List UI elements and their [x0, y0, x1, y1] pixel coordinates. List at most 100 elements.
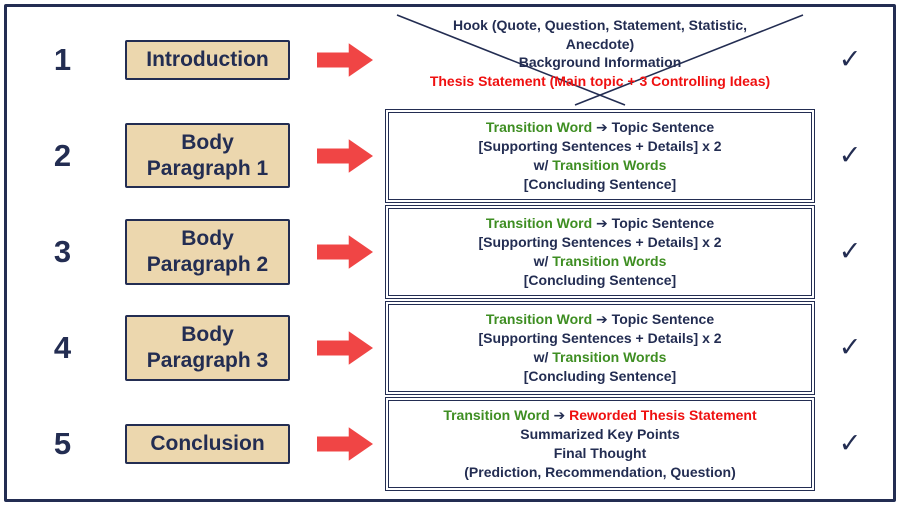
stage-label-box: Body Paragraph 1	[125, 123, 290, 189]
supporting-sentences-text: [Supporting Sentences + Details] x 2	[478, 137, 722, 154]
label-cell: Body Paragraph 3	[110, 315, 305, 381]
row-body-paragraph-2: 3 Body Paragraph 2 Transition Word ➔ Top…	[15, 204, 885, 299]
stage-label: Body Paragraph 2	[146, 227, 269, 276]
transition-words-text: Transition Words	[552, 348, 667, 365]
final-thought-text: Final Thought	[553, 444, 647, 461]
checkmark-icon: ✓	[838, 236, 862, 267]
funnel-v-lines-icon	[396, 14, 804, 106]
row-conclusion: 5 Conclusion Transition Word ➔ Reworded …	[15, 396, 885, 492]
content-cell: Transition Word ➔ Reworded Thesis Statem…	[385, 396, 815, 492]
supporting-sentences-text: [Supporting Sentences + Details] x 2	[478, 233, 722, 250]
red-arrow-right-icon	[317, 43, 373, 77]
step-number: 1	[53, 41, 72, 77]
stage-label: Conclusion	[150, 432, 265, 456]
content-line: [Supporting Sentences + Details] x 2	[395, 329, 805, 348]
content-line: [Concluding Sentence]	[395, 367, 805, 386]
label-cell: Introduction	[110, 39, 305, 80]
prediction-recommendation-text: (Prediction, Recommendation, Question)	[464, 464, 736, 480]
conclusion-content-inner: Transition Word ➔ Reworded Thesis Statem…	[388, 399, 812, 489]
content-cell: Transition Word ➔ Topic Sentence [Suppor…	[385, 300, 815, 395]
label-cell: Conclusion	[110, 423, 305, 464]
concluding-sentence-text: [Concluding Sentence]	[523, 367, 677, 384]
with-text: w/	[533, 348, 553, 365]
topic-sentence-text: ➔ Topic Sentence	[592, 118, 715, 135]
red-arrow-right-icon	[317, 235, 373, 269]
topic-sentence-text: ➔ Topic Sentence	[592, 310, 715, 327]
transition-words-text: Transition Words	[552, 252, 667, 269]
hook-funnel-box: Hook (Quote, Question, Statement, Statis…	[385, 13, 815, 107]
row-introduction: 1 Introduction Hook (Quote,	[15, 13, 885, 107]
with-text: w/	[533, 156, 553, 173]
content-line: Transition Word ➔ Topic Sentence	[395, 310, 805, 329]
conclusion-content-box: Transition Word ➔ Reworded Thesis Statem…	[385, 396, 815, 492]
step-number: 4	[53, 329, 72, 365]
content-line: w/ Transition Words	[395, 348, 805, 367]
arrow-cell	[305, 424, 385, 464]
content-line: (Prediction, Recommendation, Question)	[395, 463, 805, 482]
background-info-text: Background Information	[518, 54, 682, 71]
row-body-paragraph-1: 2 Body Paragraph 1 Transition Word ➔ Top…	[15, 108, 885, 203]
content-line: Transition Word ➔ Reworded Thesis Statem…	[395, 406, 805, 425]
reworded-thesis-text: Reworded Thesis Statement	[569, 406, 757, 423]
stage-label: Body Paragraph 3	[146, 323, 269, 372]
content-line: Summarized Key Points	[395, 425, 805, 444]
step-number: 3	[53, 233, 72, 269]
stage-label-box: Conclusion	[125, 423, 290, 464]
checkmark-icon: ✓	[838, 332, 862, 363]
stage-label: Body Paragraph 1	[146, 131, 269, 180]
hook-text-cont: Anecdote)	[565, 35, 635, 52]
content-line: Transition Word ➔ Topic Sentence	[395, 118, 805, 137]
content-line: w/ Transition Words	[395, 252, 805, 271]
content-line: Final Thought	[395, 444, 805, 463]
content-line: Transition Word ➔ Topic Sentence	[395, 214, 805, 233]
arrow-cell	[305, 328, 385, 368]
label-cell: Body Paragraph 1	[110, 123, 305, 189]
content-line: [Supporting Sentences + Details] x 2	[395, 233, 805, 252]
content-line: [Supporting Sentences + Details] x 2	[395, 137, 805, 156]
hook-text: Hook (Quote, Question, Statement, Statis…	[452, 16, 748, 33]
red-arrow-right-icon	[317, 427, 373, 461]
funnel-text: Hook (Quote, Question, Statement, Statis…	[385, 16, 815, 91]
content-line: Anecdote)	[385, 35, 815, 54]
checkmark-icon: ✓	[838, 140, 862, 171]
content-cell: Transition Word ➔ Topic Sentence [Suppor…	[385, 108, 815, 203]
arrow-cell	[305, 232, 385, 272]
label-cell: Body Paragraph 2	[110, 219, 305, 285]
diagram-frame: 1 Introduction Hook (Quote,	[4, 4, 896, 502]
content-cell: Hook (Quote, Question, Statement, Statis…	[385, 13, 815, 107]
transition-word-text: Transition Word	[485, 214, 593, 231]
content-line: Background Information	[385, 53, 815, 72]
step-number: 5	[53, 425, 72, 461]
transition-word-text: Transition Word	[485, 118, 593, 135]
transition-word-text: Transition Word	[443, 406, 550, 423]
paragraph-content-box: Transition Word ➔ Topic Sentence [Suppor…	[385, 300, 815, 395]
content-line: [Concluding Sentence]	[395, 271, 805, 290]
paragraph-content-box: Transition Word ➔ Topic Sentence [Suppor…	[385, 108, 815, 203]
arrow-cell	[305, 136, 385, 176]
paragraph-content-inner: Transition Word ➔ Topic Sentence [Suppor…	[388, 303, 812, 392]
concluding-sentence-text: [Concluding Sentence]	[523, 271, 677, 288]
step-number: 2	[53, 137, 72, 173]
concluding-sentence-text: [Concluding Sentence]	[523, 175, 677, 192]
content-line: [Concluding Sentence]	[395, 175, 805, 194]
content-line: Hook (Quote, Question, Statement, Statis…	[385, 16, 815, 35]
red-arrow-right-icon	[317, 139, 373, 173]
content-line: w/ Transition Words	[395, 156, 805, 175]
stage-label: Introduction	[146, 48, 269, 72]
checkmark-icon: ✓	[838, 428, 862, 459]
transition-word-text: Transition Word	[485, 310, 593, 327]
row-body-paragraph-3: 4 Body Paragraph 3 Transition Word ➔ Top…	[15, 300, 885, 395]
checkmark-icon: ✓	[838, 44, 862, 75]
content-line: Thesis Statement (Main topic + 3 Control…	[385, 72, 815, 91]
stage-label-box: Body Paragraph 3	[125, 315, 290, 381]
stage-label-box: Introduction	[125, 39, 290, 80]
thesis-statement-text: Thesis Statement (Main topic + 3 Control…	[429, 73, 771, 90]
content-cell: Transition Word ➔ Topic Sentence [Suppor…	[385, 204, 815, 299]
paragraph-content-inner: Transition Word ➔ Topic Sentence [Suppor…	[388, 111, 812, 200]
with-text: w/	[533, 252, 553, 269]
topic-sentence-text: ➔ Topic Sentence	[592, 214, 715, 231]
arrow-cell	[305, 40, 385, 80]
transition-words-text: Transition Words	[552, 156, 667, 173]
arrow-separator-text: ➔	[549, 406, 570, 423]
